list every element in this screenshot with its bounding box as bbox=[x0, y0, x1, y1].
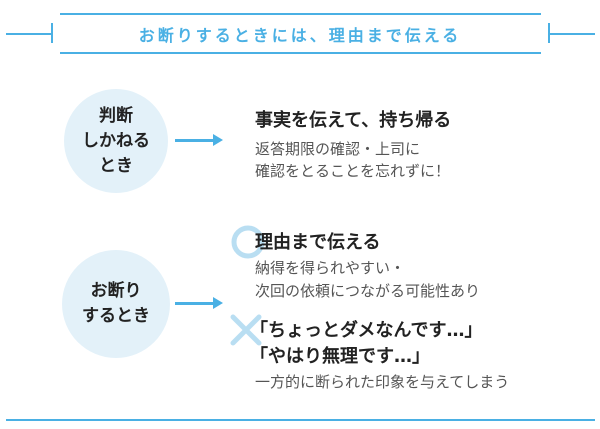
header-bottom-rule bbox=[60, 52, 541, 54]
header-right-rule bbox=[550, 33, 595, 35]
cross-mark-icon bbox=[230, 314, 262, 346]
header-right-tick bbox=[548, 23, 550, 43]
page-title: お断りするときには、理由まで伝える bbox=[138, 26, 462, 45]
good-line: 納得を得られやすい・ bbox=[255, 259, 406, 277]
case1-label: しかねる bbox=[82, 130, 150, 151]
arrow-icon bbox=[175, 134, 223, 146]
good-line: 次回の依頼につながる可能性あり bbox=[255, 282, 481, 300]
bad-quote: 「ちょっとダメなんです…」 bbox=[250, 320, 483, 341]
case1-result-title: 事実を伝えて、持ち帰る bbox=[255, 110, 452, 131]
case1-result-line: 確認をとることを忘れずに！ bbox=[255, 162, 451, 180]
circle-mark-icon bbox=[231, 225, 265, 259]
header-top-rule bbox=[60, 13, 541, 15]
case2-label: するとき bbox=[82, 306, 150, 326]
bad-note: 一方的に断られた印象を与えてしまう bbox=[255, 373, 510, 391]
header-left-tick bbox=[51, 23, 53, 43]
bad-quote: 「やはり無理です…」 bbox=[250, 346, 430, 367]
header-left-rule bbox=[6, 33, 51, 35]
case1-label: とき bbox=[99, 155, 133, 176]
case1-label: 判断 bbox=[99, 105, 133, 126]
case2-circle: お断り するとき bbox=[62, 250, 170, 358]
case1-circle: 判断 しかねる とき bbox=[64, 89, 168, 193]
arrow-icon bbox=[175, 297, 223, 309]
case1-result-line: 返答期限の確認・上司に bbox=[255, 140, 421, 158]
good-title: 理由まで伝える bbox=[255, 232, 381, 253]
case2-label: お断り bbox=[90, 281, 142, 301]
bottom-rule bbox=[6, 419, 595, 421]
